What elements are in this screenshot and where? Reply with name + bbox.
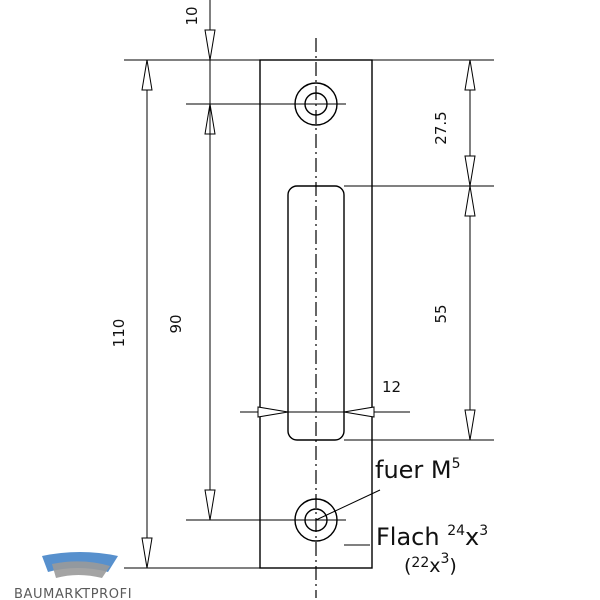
dim-110-arrow-top	[141, 59, 153, 91]
dim-55-arrow-bottom	[464, 409, 476, 441]
dim-12-arrow-left	[257, 406, 289, 418]
dim-12-arrow-right	[343, 406, 375, 418]
dim-55-arrow-top	[464, 185, 476, 217]
dim-12-label: 12	[382, 378, 401, 396]
dim-90-label: 90	[167, 314, 185, 333]
leader-screw	[315, 489, 381, 521]
dim-27-5-label: 27.5	[432, 111, 450, 144]
dim-10-arrow-top	[204, 29, 216, 61]
alt-note: (22x3)	[404, 551, 457, 577]
dim-55-label: 55	[432, 304, 450, 323]
dim-27-5-arrow-bottom	[464, 155, 476, 187]
screw-note: fuer M5	[375, 456, 461, 484]
dim-110-label: 110	[110, 319, 128, 348]
flat-note: Flach 24x3	[376, 523, 488, 551]
logo-text: BAUMARKTPROFI	[14, 587, 132, 600]
logo-swoosh-grey-icon	[52, 561, 110, 578]
dim-90-arrow-bottom	[204, 489, 216, 521]
dim-10-label: 10	[183, 6, 201, 25]
dim-27-5-arrow-top	[464, 59, 476, 91]
dim-110-arrow-bottom	[141, 537, 153, 569]
baumarktprofi-logo: BAUMARKTPROFI	[14, 552, 132, 600]
